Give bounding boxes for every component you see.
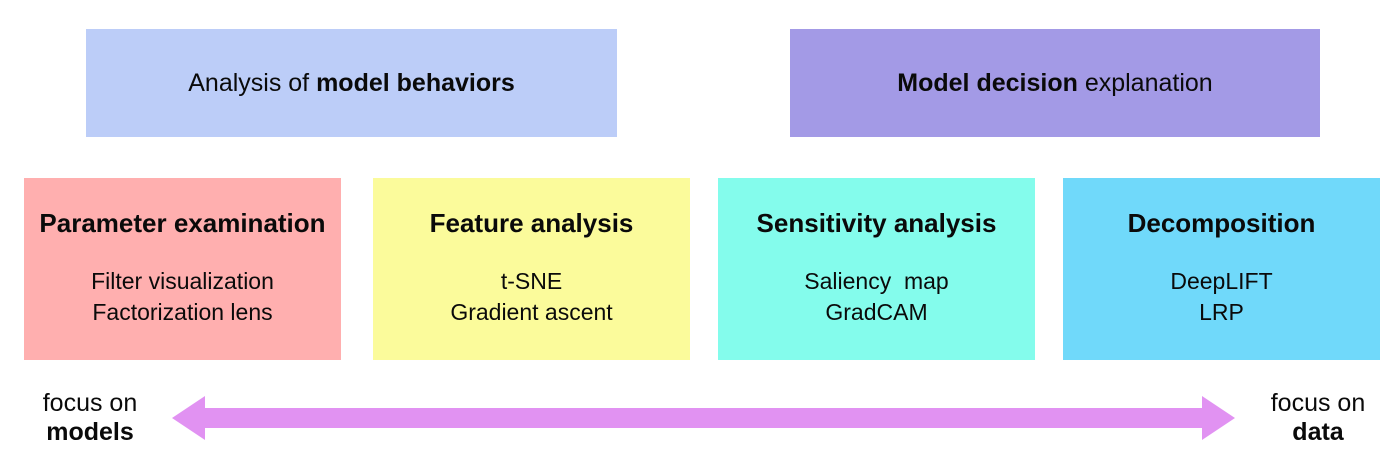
- category-item-list: Filter visualization Factorization lens: [24, 266, 341, 328]
- focus-label-line: focus on: [42, 389, 138, 417]
- category-item-list: Saliency map GradCAM: [718, 266, 1035, 328]
- category-box-parameter-examination: Parameter examination Filter visualizati…: [24, 178, 341, 360]
- category-item: Filter visualization: [91, 268, 274, 294]
- category-item: GradCAM: [825, 299, 928, 325]
- top-box-label: Analysis of model behaviors: [188, 69, 515, 98]
- category-item-list: DeepLIFT LRP: [1063, 266, 1380, 328]
- focus-label-line: data: [1292, 418, 1344, 446]
- category-box-feature-analysis: Feature analysis t-SNE Gradient ascent: [373, 178, 690, 360]
- focus-label-line: focus on: [1270, 389, 1366, 417]
- label-bold-text: model behaviors: [316, 68, 515, 97]
- category-title: Feature analysis: [429, 208, 634, 238]
- category-item: DeepLIFT: [1170, 268, 1273, 294]
- top-box-analysis-of-model-behaviors: Analysis of model behaviors: [86, 29, 617, 137]
- category-item-list: t-SNE Gradient ascent: [373, 266, 690, 328]
- category-title: Parameter examination: [39, 208, 326, 238]
- category-title: Sensitivity analysis: [756, 208, 997, 238]
- double-headed-arrow: [172, 396, 1235, 440]
- label-bold-text: Model decision: [897, 68, 1078, 97]
- focus-on-data-label: focus on data: [1258, 389, 1378, 447]
- focus-on-models-label: focus on models: [30, 389, 150, 447]
- top-box-label: Model decision explanation: [897, 69, 1212, 98]
- label-regular-text: Analysis of: [188, 68, 317, 97]
- category-box-sensitivity-analysis: Sensitivity analysis Saliency map GradCA…: [718, 178, 1035, 360]
- double-headed-arrow-icon: [172, 396, 1235, 440]
- focus-label-line: models: [46, 418, 134, 446]
- category-item: Saliency map: [804, 268, 949, 294]
- category-item: Factorization lens: [92, 299, 273, 325]
- category-box-decomposition: Decomposition DeepLIFT LRP: [1063, 178, 1380, 360]
- category-item: Gradient ascent: [450, 299, 613, 325]
- category-item: LRP: [1199, 299, 1244, 325]
- top-box-model-decision-explanation: Model decision explanation: [790, 29, 1320, 137]
- label-regular-text: explanation: [1077, 68, 1213, 97]
- category-title: Decomposition: [1127, 208, 1316, 238]
- category-item: t-SNE: [500, 268, 563, 294]
